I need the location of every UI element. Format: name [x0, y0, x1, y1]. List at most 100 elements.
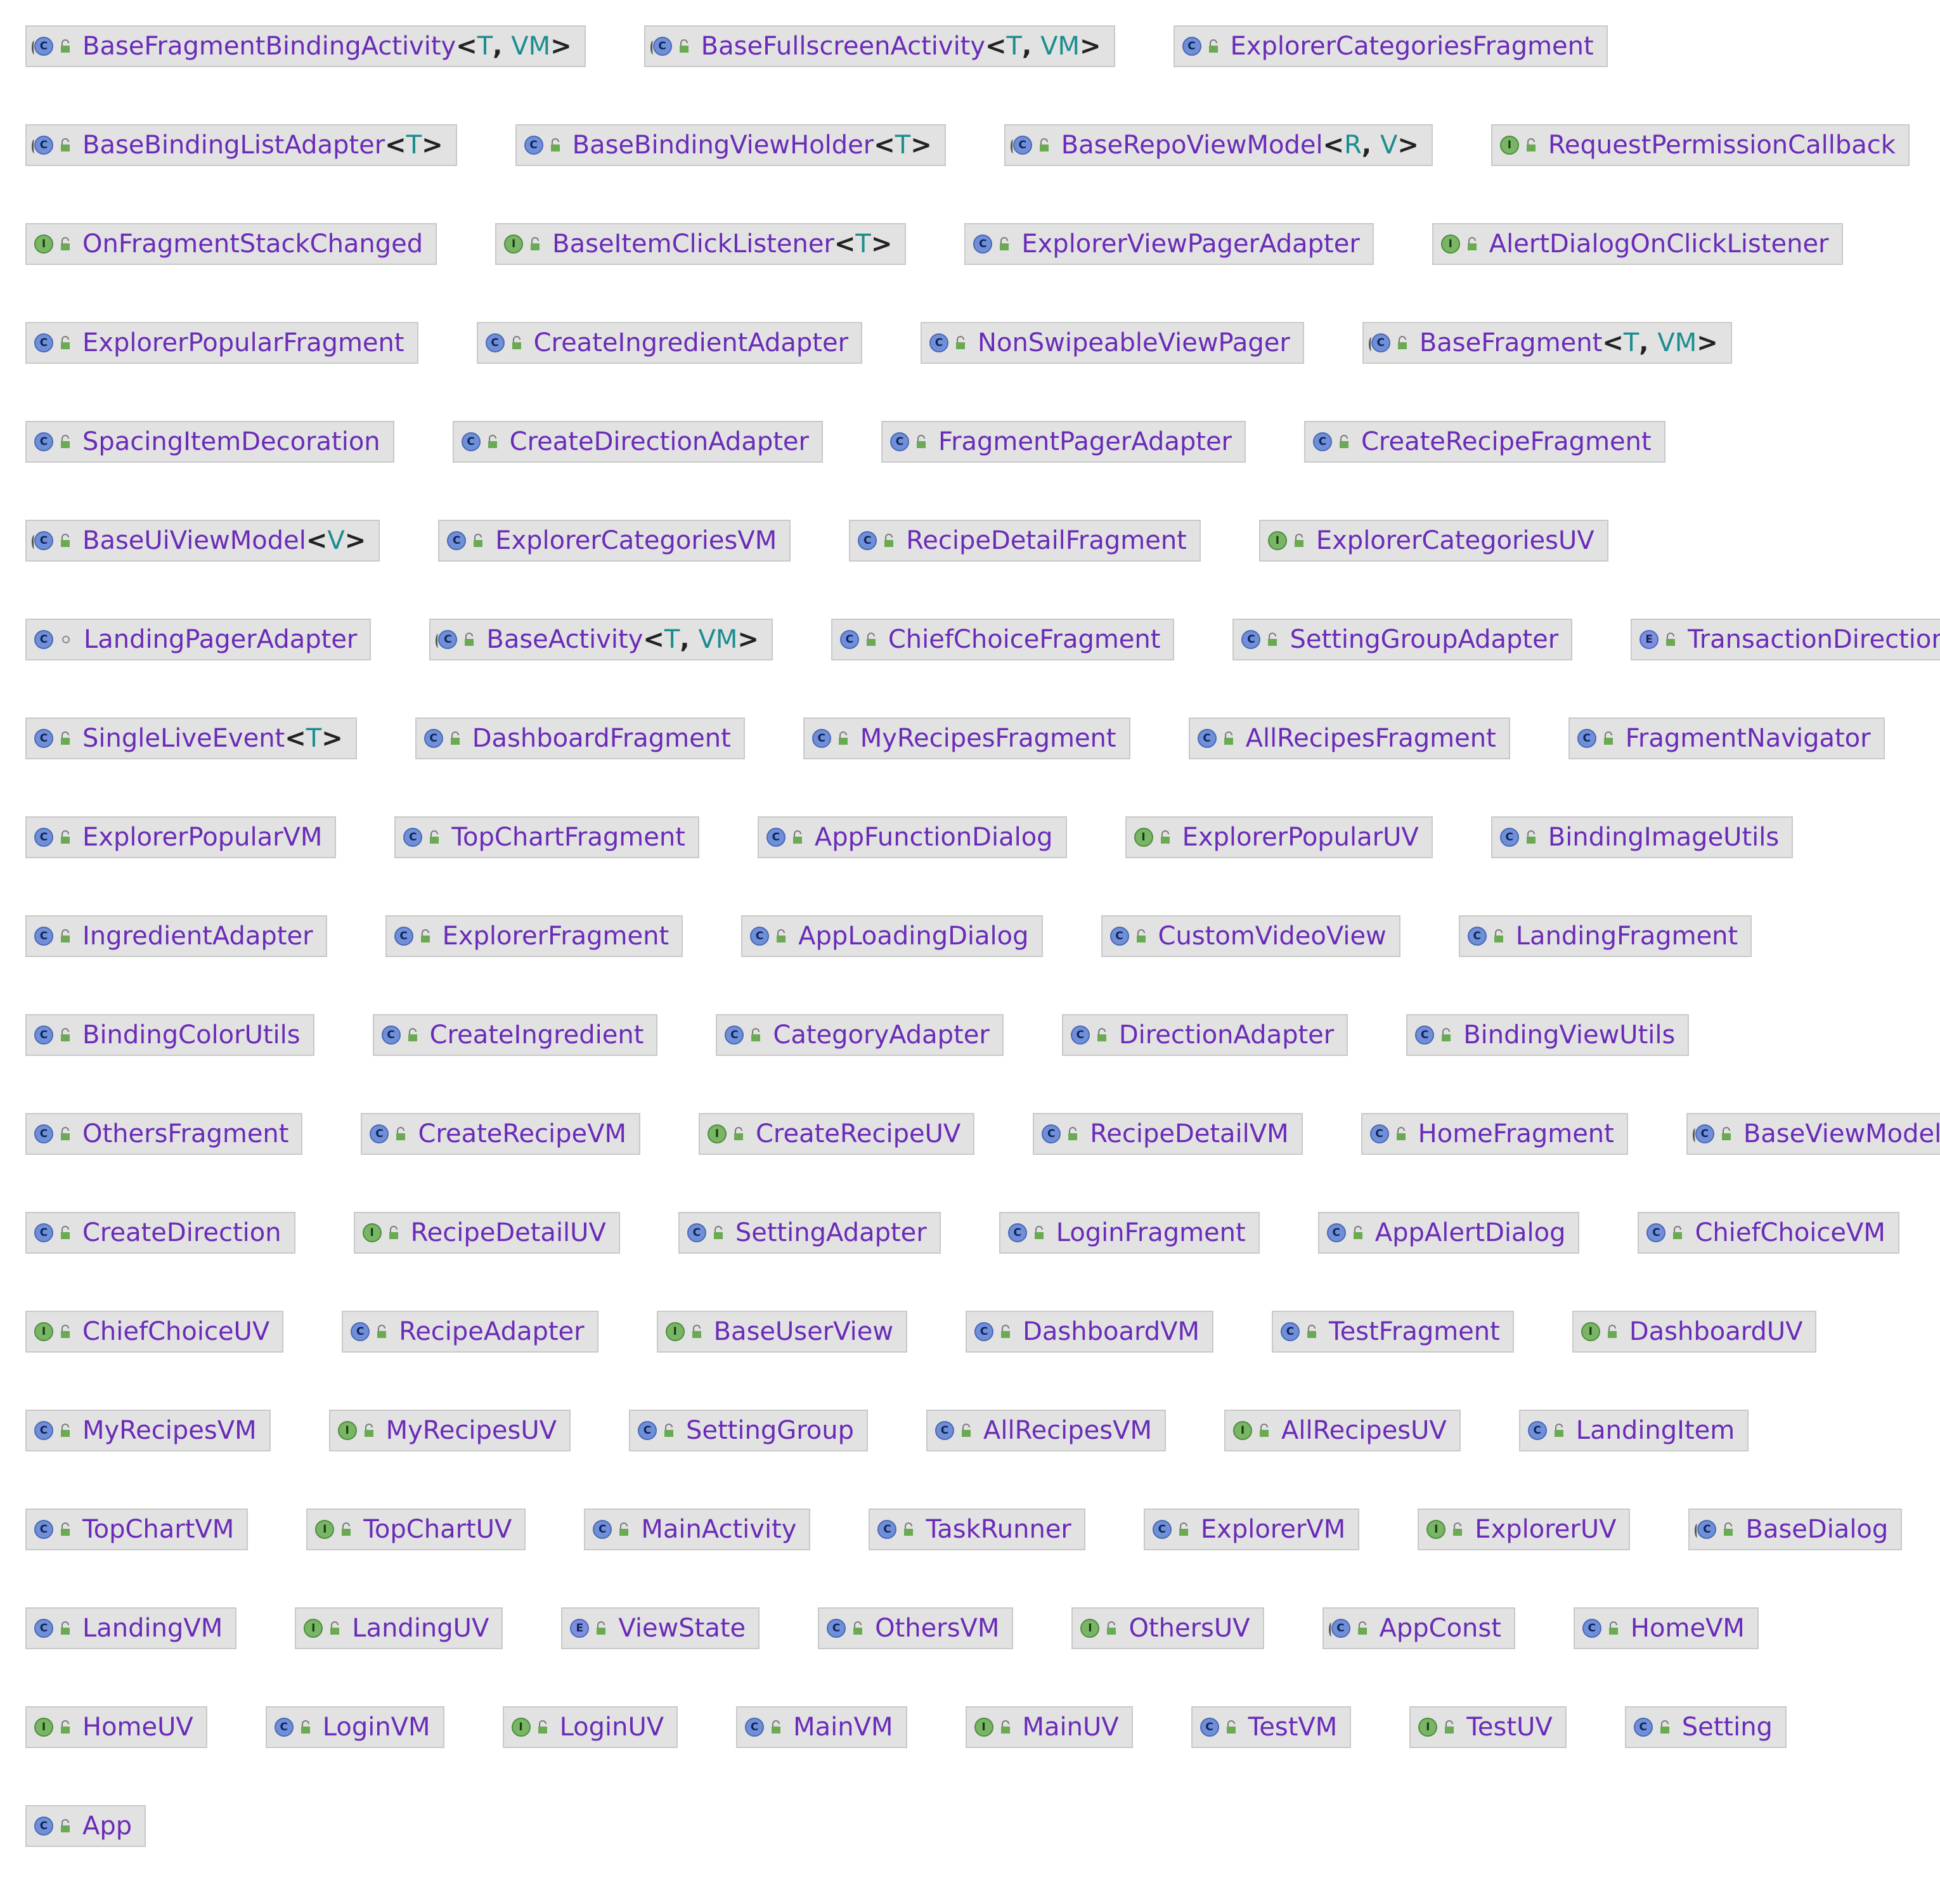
public-lock-icon [678, 39, 690, 53]
generic-open: < [1602, 328, 1624, 357]
class-icon: C [766, 828, 786, 847]
abstract-class-icon: C [32, 136, 53, 155]
generic-open: < [874, 131, 895, 160]
